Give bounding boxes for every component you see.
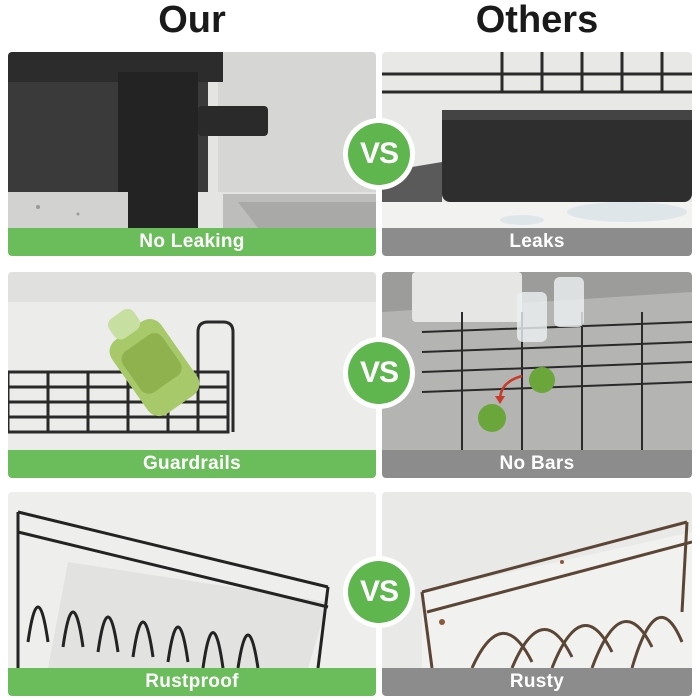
others-rusty-panel: Rusty bbox=[382, 492, 692, 696]
vs-label: VS bbox=[348, 123, 410, 185]
our-no-leaking-panel: No Leaking bbox=[8, 52, 376, 256]
rack-with-guardrails-photo bbox=[8, 272, 376, 450]
our-header: Our bbox=[158, 0, 226, 41]
others-header: Others bbox=[475, 0, 599, 41]
vs-label: VS bbox=[348, 342, 410, 404]
others-caption-leaks: Leaks bbox=[382, 228, 692, 256]
dish-rack-drip-tray-photo bbox=[8, 52, 376, 228]
leaking-drip-tray-photo bbox=[382, 52, 692, 228]
others-leaks-panel: Leaks bbox=[382, 52, 692, 256]
others-no-bars-panel: No Bars bbox=[382, 272, 692, 478]
our-rustproof-panel: Rustproof bbox=[8, 492, 376, 696]
others-caption-no-bars: No Bars bbox=[382, 450, 692, 478]
our-caption-guardrails: Guardrails bbox=[8, 450, 376, 478]
black-rustproof-rack-photo bbox=[8, 492, 376, 668]
others-caption-rusty: Rusty bbox=[382, 668, 692, 696]
our-guardrails-panel: Guardrails bbox=[8, 272, 376, 478]
our-caption-no-leaking: No Leaking bbox=[8, 228, 376, 256]
rusty-rack-photo bbox=[382, 492, 692, 668]
our-caption-rustproof: Rustproof bbox=[8, 668, 376, 696]
vs-badge-row2: VS bbox=[343, 337, 415, 409]
vs-label: VS bbox=[348, 561, 410, 623]
vs-badge-row3: VS bbox=[343, 556, 415, 628]
vs-badge-row1: VS bbox=[343, 118, 415, 190]
rack-without-bars-photo bbox=[382, 272, 692, 450]
